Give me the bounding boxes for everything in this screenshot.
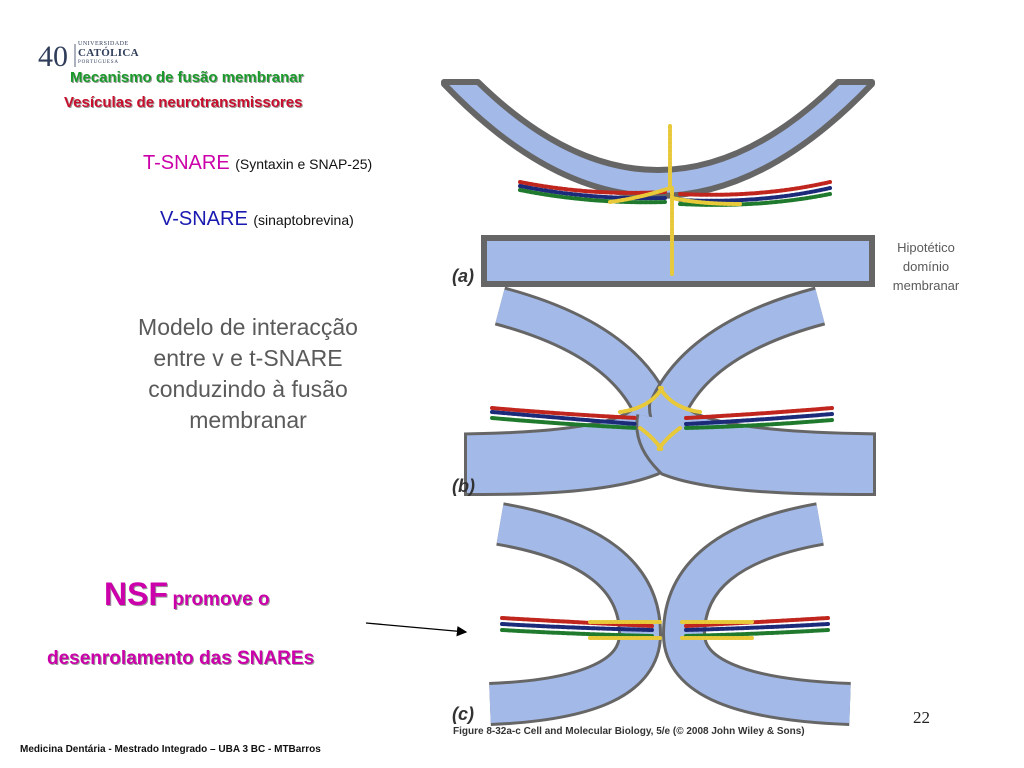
footer-text: Medicina Dentária - Mestrado Integrado –… — [20, 744, 321, 755]
panel-a: (a) — [441, 79, 875, 287]
nsf-acronym: NSF — [104, 576, 168, 612]
figure-caption: Figure 8-32a-c Cell and Molecular Biolog… — [453, 726, 805, 737]
nsf-statement: NSF promove o — [104, 576, 270, 613]
hypo-line-2: domínio — [902, 259, 950, 274]
model-line-4: membranar — [189, 407, 307, 433]
snare-bundle-a — [518, 124, 832, 278]
university-logo: 40 — [38, 40, 76, 70]
model-line-2: entre v e t-SNARE — [153, 345, 343, 371]
snare-fusion-figure: (a) (b) — [441, 79, 876, 726]
tsnare-label: T-SNARE (Syntaxin e SNAP-25) — [143, 152, 372, 175]
hypo-line-1: Hipotético — [897, 240, 955, 255]
snare-bundle-b — [490, 386, 834, 452]
panel-label-c: (c) — [452, 704, 474, 724]
logo-line3: PORTUGUESA — [78, 60, 119, 65]
plasma-membrane-a — [481, 235, 875, 287]
hypothetical-domain-note: Hipotético domínio membranar — [872, 238, 980, 295]
panel-c: (c) — [452, 502, 851, 726]
panel-label-b: (b) — [452, 476, 475, 496]
snare-bundle-c — [500, 616, 830, 640]
model-description: Modelo de interacção entre v e t-SNARE c… — [70, 312, 426, 436]
model-line-1: Modelo de interacção — [138, 314, 358, 340]
logo-line2: CATÓLICA — [78, 47, 139, 59]
vesicle-membrane-a — [441, 79, 875, 199]
vsnare-label: V-SNARE (sinaptobrevina) — [160, 208, 354, 231]
logo-number: 40 — [38, 40, 68, 70]
nsf-verb: promove o — [172, 589, 270, 610]
nsf-statement-line2: desenrolamento das SNAREs — [47, 648, 315, 669]
tsnare-detail: (Syntaxin e SNAP-25) — [235, 156, 373, 172]
slide-title: Mecanismo de fusão membranar — [70, 69, 304, 86]
pointer-arrow — [365, 622, 468, 637]
vsnare-name: V-SNARE — [160, 208, 248, 230]
model-line-3: conduzindo à fusão — [148, 376, 348, 402]
tsnare-name: T-SNARE — [143, 152, 230, 174]
panel-b: (b) — [452, 286, 876, 497]
vsnare-detail: (sinaptobrevina) — [253, 212, 354, 228]
logo-line1: UNIVERSIDADE — [78, 41, 129, 47]
logo-text: UNIVERSIDADE CATÓLICA PORTUGUESA — [78, 41, 139, 65]
hypo-line-3: membranar — [892, 278, 960, 293]
panel-label-a: (a) — [452, 266, 474, 286]
page-number: 22 — [913, 708, 930, 727]
slide-subtitle: Vesículas de neurotransmissores — [64, 94, 303, 111]
